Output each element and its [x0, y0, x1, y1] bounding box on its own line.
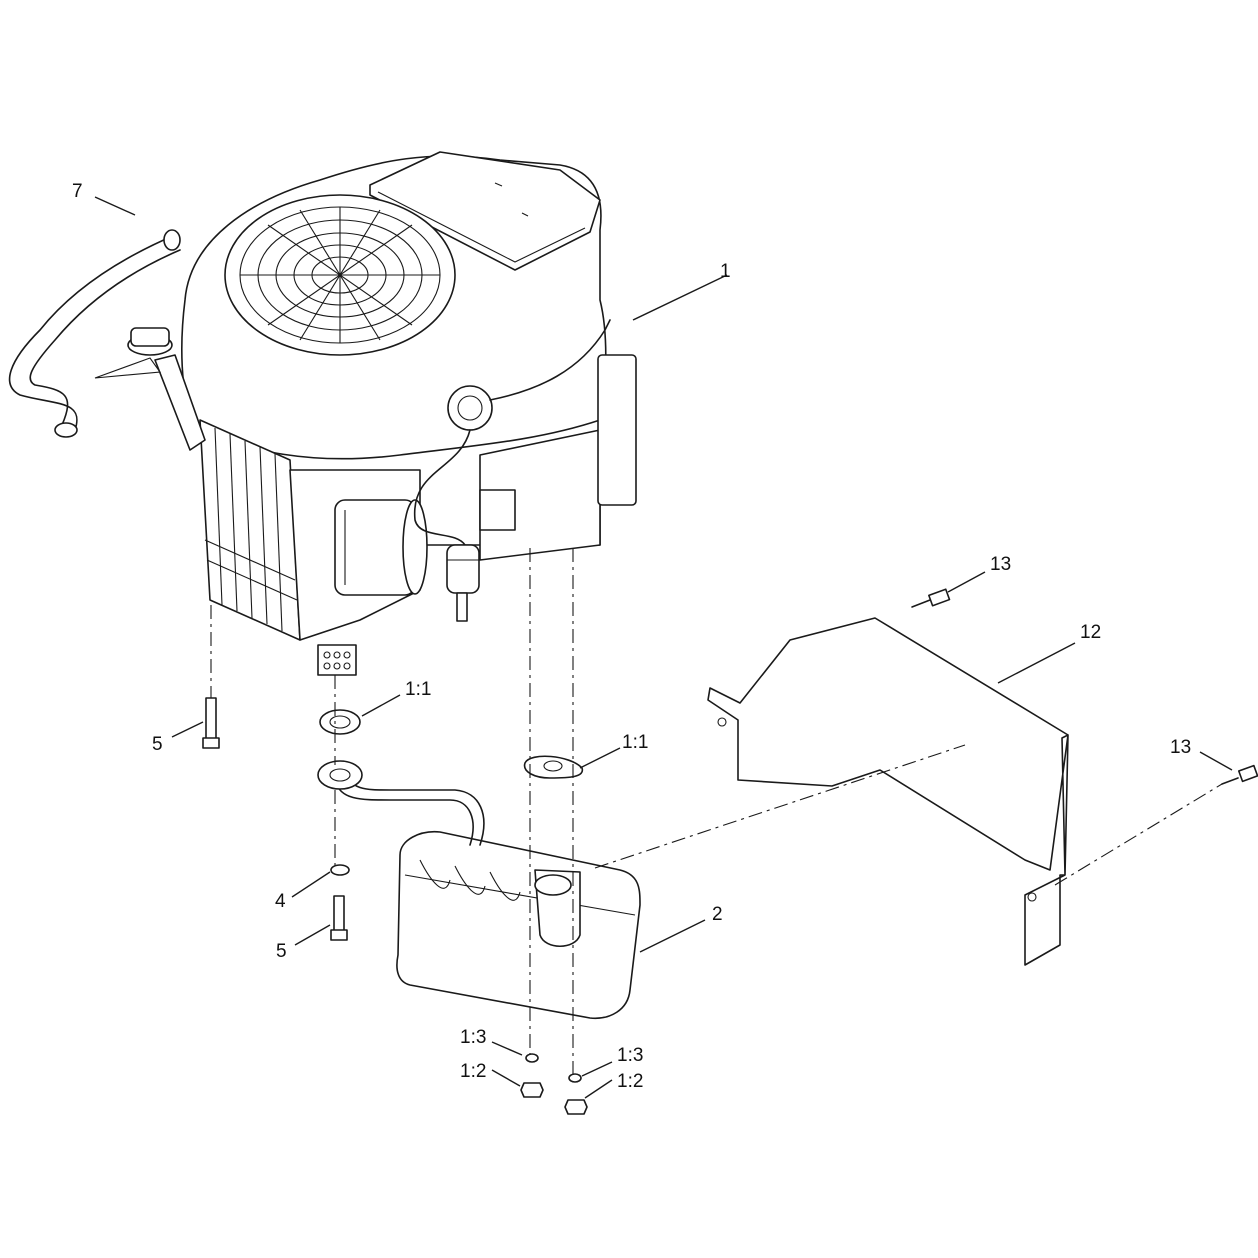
callout-labels: 1 2 4 5 5 7 1:1 1:1 12 13 13 1:3 1:3 1:2… [72, 181, 1191, 1092]
oil-fill-tube [94, 327, 206, 451]
fuel-filter [446, 544, 480, 622]
starter-motor [334, 499, 428, 596]
callout-1-1-right: 1:1 [622, 732, 648, 753]
gasket-left [319, 709, 361, 735]
engine-assembly [94, 151, 637, 676]
callout-1-3-right: 1:3 [617, 1045, 643, 1066]
callout-13-top: 13 [990, 554, 1011, 575]
bolt-13-right [1221, 764, 1258, 785]
bolt-5-lower [330, 895, 348, 941]
callout-5-lower: 5 [276, 941, 287, 962]
callout-2: 2 [712, 904, 723, 925]
muffler [317, 760, 641, 1019]
callout-7: 7 [72, 181, 83, 202]
heat-shield [707, 617, 1069, 966]
callout-4: 4 [275, 891, 286, 912]
cylinder-fins [199, 419, 301, 641]
fan-grille [224, 194, 456, 356]
callout-1: 1 [720, 261, 731, 282]
breather-hose [8, 229, 181, 438]
callout-13-right: 13 [1170, 737, 1191, 758]
callout-12: 12 [1080, 622, 1101, 643]
fuel-pump [447, 385, 493, 431]
gasket-right [523, 755, 584, 779]
callout-1-2-right: 1:2 [617, 1071, 643, 1092]
callout-1-3-left: 1:3 [460, 1027, 486, 1048]
nuts-1-2 [520, 1082, 588, 1115]
callout-1-2-left: 1:2 [460, 1061, 486, 1082]
leader-lines [94, 196, 1233, 1099]
washers-1-3 [525, 1053, 582, 1083]
alignment-lines [210, 548, 1223, 1075]
callout-1-1-left: 1:1 [405, 679, 431, 700]
bolt-5-upper [202, 697, 220, 749]
bolt-13-top [911, 588, 951, 608]
callout-5-upper: 5 [152, 734, 163, 755]
washer-4 [330, 864, 350, 876]
